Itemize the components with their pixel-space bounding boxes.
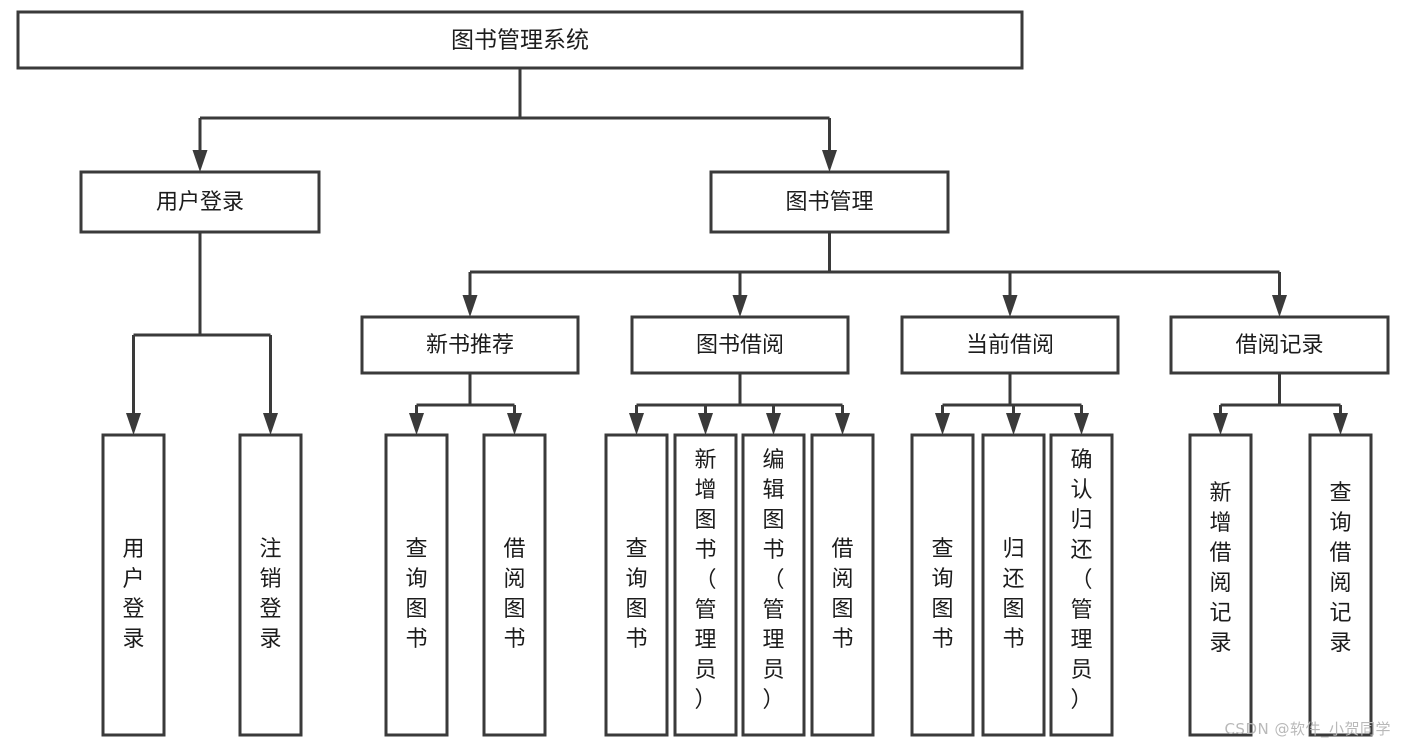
to-user-login-arrowhead — [192, 150, 208, 172]
node-book-borrow[interactable]: 图书借阅 — [630, 315, 850, 375]
node-leaf-add-book[interactable]: 新增图书（管理员） — [673, 433, 738, 737]
node-label-leaf-borrow-book: 借阅图书 — [831, 537, 853, 652]
to-current-borrow-arrowhead — [1002, 295, 1018, 317]
to-leaf-borrow-book-arrowhead — [835, 413, 850, 435]
node-box-leaf-edit-book[interactable] — [741, 433, 806, 737]
node-box-leaf-logout-login[interactable] — [238, 433, 303, 737]
node-label-borrow-record: 借阅记录 — [1235, 333, 1323, 358]
node-box-leaf-query-borrow-record[interactable] — [1308, 433, 1373, 737]
node-box-leaf-query-book-current[interactable] — [910, 433, 975, 737]
to-book-borrow-arrowhead — [732, 295, 748, 317]
node-label-leaf-confirm-return: 确认归还（管理员） — [1070, 448, 1092, 713]
node-root[interactable]: 图书管理系统 — [16, 10, 1024, 70]
node-label-root: 图书管理系统 — [451, 28, 589, 54]
node-new-book-recommend[interactable]: 新书推荐 — [360, 315, 580, 375]
node-box-borrow-record[interactable] — [1169, 315, 1390, 375]
to-leaf-query-borrow-record-arrowhead — [1333, 413, 1348, 435]
node-leaf-borrow-book[interactable]: 借阅图书 — [810, 433, 875, 737]
node-leaf-confirm-return[interactable]: 确认归还（管理员） — [1049, 433, 1114, 737]
node-box-leaf-return-book[interactable] — [981, 433, 1046, 737]
node-box-book-manage[interactable] — [709, 170, 950, 234]
node-label-leaf-query-borrow-record: 查询借阅记录 — [1329, 481, 1351, 656]
to-borrow-record-arrowhead — [1272, 295, 1287, 317]
node-leaf-edit-book[interactable]: 编辑图书（管理员） — [741, 433, 806, 737]
node-label-leaf-borrow-book-recommend: 借阅图书 — [503, 537, 525, 652]
node-box-user-login[interactable] — [79, 170, 321, 234]
node-leaf-return-book[interactable]: 归还图书 — [981, 433, 1046, 737]
node-leaf-query-book-current[interactable]: 查询图书 — [910, 433, 975, 737]
node-box-leaf-add-book[interactable] — [673, 433, 738, 737]
node-label-leaf-query-book-recommend: 查询图书 — [405, 537, 427, 652]
to-leaf-edit-book-arrowhead — [766, 413, 781, 435]
node-box-current-borrow[interactable] — [900, 315, 1120, 375]
node-leaf-logout-login[interactable]: 注销登录 — [238, 433, 303, 737]
to-leaf-add-borrow-record-arrowhead — [1213, 413, 1228, 435]
to-leaf-add-book-arrowhead — [698, 413, 713, 435]
node-label-leaf-user-login: 用户登录 — [122, 537, 144, 652]
node-user-login[interactable]: 用户登录 — [79, 170, 321, 234]
node-box-book-borrow[interactable] — [630, 315, 850, 375]
to-leaf-query-book-current-arrowhead — [935, 413, 950, 435]
node-boxes: 图书管理系统用户登录图书管理新书推荐图书借阅当前借阅借阅记录用户登录注销登录查询… — [16, 10, 1390, 737]
node-leaf-borrow-book-recommend[interactable]: 借阅图书 — [482, 433, 547, 737]
node-leaf-user-login[interactable]: 用户登录 — [101, 433, 166, 737]
node-label-leaf-add-book: 新增图书（管理员） — [694, 448, 716, 713]
node-label-leaf-query-book-current: 查询图书 — [931, 537, 953, 652]
to-leaf-borrow-book-recommend-arrowhead — [507, 413, 522, 435]
node-box-leaf-confirm-return[interactable] — [1049, 433, 1114, 737]
node-label-new-book-recommend: 新书推荐 — [426, 333, 514, 358]
node-label-book-manage: 图书管理 — [785, 190, 873, 215]
node-box-leaf-add-borrow-record[interactable] — [1188, 433, 1253, 737]
node-label-current-borrow: 当前借阅 — [966, 333, 1054, 358]
node-leaf-add-borrow-record[interactable]: 新增借阅记录 — [1188, 433, 1253, 737]
to-new-book-recommend-arrowhead — [462, 295, 478, 317]
node-label-book-borrow: 图书借阅 — [696, 333, 784, 358]
node-label-leaf-add-borrow-record: 新增借阅记录 — [1209, 481, 1231, 656]
node-label-user-login: 用户登录 — [156, 190, 244, 215]
node-box-root[interactable] — [16, 10, 1024, 70]
node-borrow-record[interactable]: 借阅记录 — [1169, 315, 1390, 375]
to-leaf-query-book-recommend-arrowhead — [409, 413, 424, 435]
node-box-leaf-borrow-book-recommend[interactable] — [482, 433, 547, 737]
node-box-leaf-query-book-borrow[interactable] — [604, 433, 669, 737]
node-leaf-query-book-borrow[interactable]: 查询图书 — [604, 433, 669, 737]
node-book-manage[interactable]: 图书管理 — [709, 170, 950, 234]
node-box-leaf-user-login[interactable] — [101, 433, 166, 737]
to-book-manage-arrowhead — [822, 150, 837, 172]
node-current-borrow[interactable]: 当前借阅 — [900, 315, 1120, 375]
node-leaf-query-borrow-record[interactable]: 查询借阅记录 — [1308, 433, 1373, 737]
node-label-leaf-edit-book: 编辑图书（管理员） — [762, 448, 784, 713]
node-box-leaf-borrow-book[interactable] — [810, 433, 875, 737]
node-box-new-book-recommend[interactable] — [360, 315, 580, 375]
node-label-leaf-logout-login: 注销登录 — [259, 537, 281, 652]
to-leaf-user-login-arrowhead — [126, 413, 141, 435]
connector-lines — [126, 68, 1348, 435]
to-leaf-logout-login-arrowhead — [263, 413, 278, 435]
node-leaf-query-book-recommend[interactable]: 查询图书 — [384, 433, 449, 737]
to-leaf-confirm-return-arrowhead — [1074, 413, 1089, 435]
node-box-leaf-query-book-recommend[interactable] — [384, 433, 449, 737]
node-label-leaf-return-book: 归还图书 — [1002, 537, 1024, 652]
to-leaf-query-book-borrow-arrowhead — [629, 413, 644, 435]
to-leaf-return-book-arrowhead — [1006, 413, 1021, 435]
node-label-leaf-query-book-borrow: 查询图书 — [625, 537, 647, 652]
